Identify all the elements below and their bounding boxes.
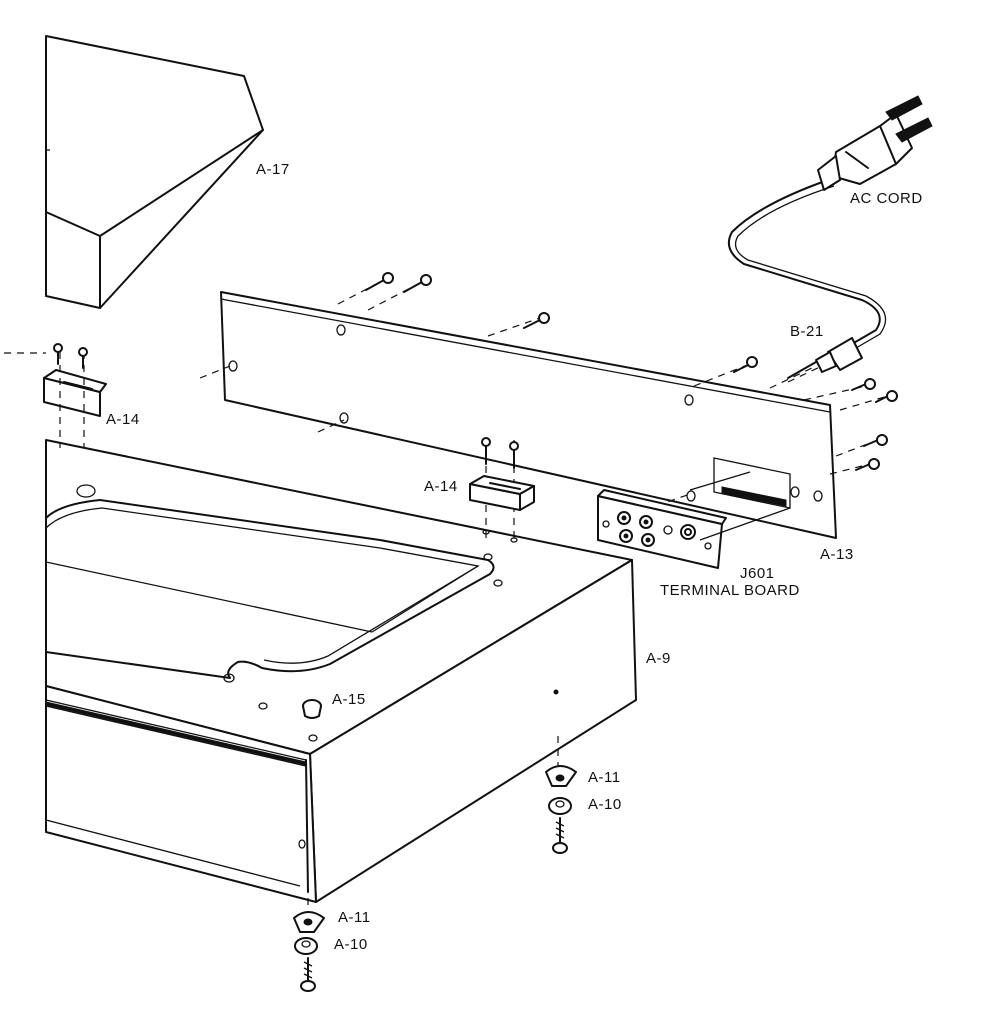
washer-icon xyxy=(293,911,325,933)
label-j601: J601 xyxy=(740,565,775,582)
connector-b21 xyxy=(769,337,863,389)
label-b21: B-21 xyxy=(790,323,824,340)
rubber-foot-icon xyxy=(294,937,318,955)
rubber-foot-icon xyxy=(548,797,572,815)
plug-icon xyxy=(817,95,933,191)
label-a10-right: A-10 xyxy=(588,796,622,813)
back-panel-a13 xyxy=(220,291,837,539)
foot-assembly-right xyxy=(545,736,577,854)
panel-holes xyxy=(228,324,823,502)
label-a9: A-9 xyxy=(646,650,671,667)
terminal-board-j601 xyxy=(597,471,791,569)
label-a11-bottom: A-11 xyxy=(338,909,371,926)
panel-screws xyxy=(199,272,898,507)
label-a15: A-15 xyxy=(332,691,366,708)
foot-assembly-bottom xyxy=(293,898,325,992)
label-a17: A-17 xyxy=(256,161,290,178)
foot-a15 xyxy=(302,699,322,719)
terminal-posts xyxy=(617,511,696,547)
screw-icon xyxy=(53,343,88,369)
chassis-base-a9 xyxy=(45,439,637,903)
part-labels: A-17 AC CORD B-21 A-14 A-14 A-13 J601 TE… xyxy=(106,161,923,953)
label-a10-bottom: A-10 xyxy=(334,936,368,953)
ac-cord xyxy=(728,95,933,389)
screw-icon xyxy=(300,957,316,992)
label-a14-left: A-14 xyxy=(106,411,140,428)
washer-icon xyxy=(545,765,577,787)
label-a13: A-13 xyxy=(820,546,854,563)
label-terminal-board: TERMINAL BOARD xyxy=(660,582,800,599)
screw-icon xyxy=(481,437,519,469)
screw-icon xyxy=(552,817,568,854)
bracket-a14-center xyxy=(469,437,535,544)
screw-icon xyxy=(365,272,898,471)
label-ac-cord: AC CORD xyxy=(850,190,923,207)
label-a14-center: A-14 xyxy=(424,478,458,495)
label-a11-right: A-11 xyxy=(588,769,621,786)
cover-part-a17 xyxy=(45,35,264,309)
bracket-a14-left xyxy=(4,343,107,448)
